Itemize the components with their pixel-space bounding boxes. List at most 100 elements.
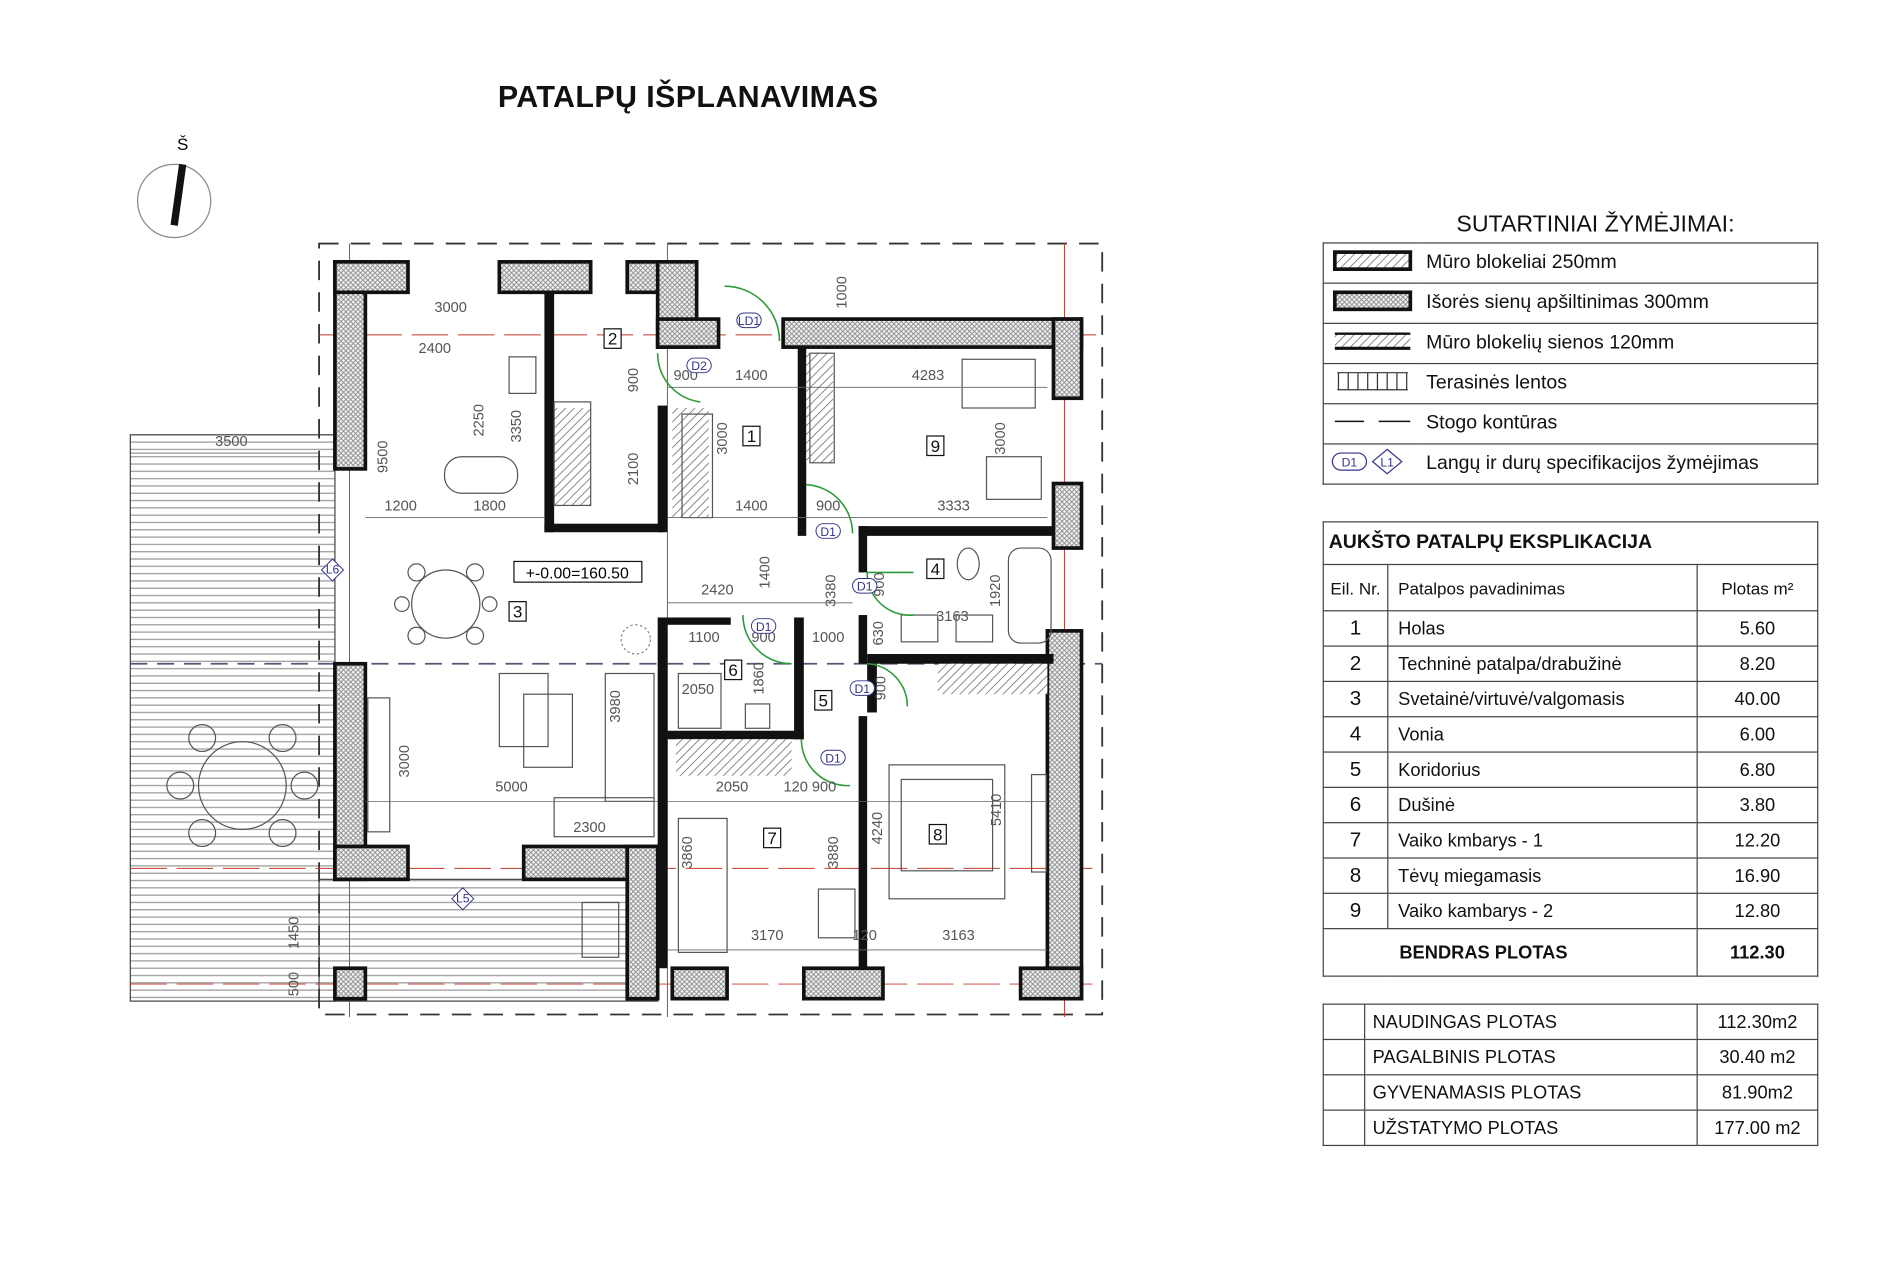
room-area: 5.60 [1696,610,1819,647]
terrace-south [318,878,659,1002]
wall-hatch [675,739,792,776]
svg-text:D1: D1 [1342,455,1358,469]
door-tag: D1 [825,751,841,765]
summary-label: PAGALBINIS PLOTAS [1364,1038,1698,1076]
legend-row: Mūro blokelių sienos 120mm [1322,322,1819,365]
summary-value: 177.00 m2 [1696,1109,1819,1147]
exterior-wall [670,966,729,1001]
room-number: 2 [608,330,617,349]
exterior-wall [655,317,721,349]
dimension-label: 630 [871,621,887,645]
room-nr: 3 [1322,680,1389,718]
dimension-label: 1400 [735,368,768,384]
dimension-label: 3880 [826,836,842,869]
dimension-label: 2050 [716,780,749,796]
legend-label: Terasinės lentos [1421,362,1819,405]
room-explication-table: AUKŠTO PATALPŲ EKSPLIKACIJA Eil. Nr.Pata… [1322,521,1819,977]
total-value: 112.30 [1696,928,1819,977]
wall-hatch [672,407,709,518]
room-number-box [508,601,527,622]
window-tag-icon [451,887,475,911]
dimension-label: 2250 [472,404,488,437]
dimension-label: 900 [751,630,775,646]
room-name: Vaiko kambarys - 2 [1387,892,1698,930]
exterior-wall [497,260,593,295]
dimension-label: 2420 [701,582,734,598]
dimension-label: 4283 [912,368,945,384]
room-number-box [603,328,622,349]
door-tag: D1 [854,682,870,696]
summary-label: NAUDINGAS PLOTAS [1364,1003,1698,1041]
room-number-box [928,823,947,845]
dimension-label: 900 [626,368,642,392]
wall-hatch [554,407,591,506]
room-area: 40.00 [1696,680,1819,718]
dimension-label: 3163 [942,928,975,944]
door-tag-icon [820,749,846,766]
legend-label: Stogo kontūras [1421,403,1819,445]
interior-wall [858,526,868,573]
interior-wall [858,615,868,664]
door-tag-icon [750,618,777,634]
interior-wall [794,617,804,740]
room-nr: 7 [1322,822,1389,859]
page-title: PATALPŲ IŠPLANAVIMAS [497,80,879,115]
dimension-label: 3500 [215,434,248,450]
terrace-boards-icon [1337,371,1408,390]
wall-250-hatch-icon [1332,249,1413,271]
room-nr: 4 [1322,716,1389,753]
dimension-label: 3350 [509,410,525,443]
room-nr: 6 [1322,786,1389,824]
room-area: 12.20 [1696,822,1819,859]
legend-row: Mūro blokeliai 250mm [1322,242,1819,284]
dimension-label: 3380 [823,574,839,607]
furniture [166,352,1052,958]
room-number-box [926,435,945,457]
room-nr: 8 [1322,857,1389,894]
room-name: Tėvų miegamasis [1387,857,1698,894]
interior-wall [867,654,1054,664]
legend-label: Langų ir durų specifikacijos žymėjimas [1421,443,1819,485]
level-mark-box [513,560,643,583]
dimension-label: 3000 [397,745,413,778]
door-tag-icon [686,357,712,374]
room-number-box [724,659,743,681]
dimension-label: 3000 [993,422,1009,455]
dimension-label: 1860 [752,662,768,695]
dimension-label: 3000 [715,422,731,455]
legend-label: Išorės sienų apšiltinimas 300mm [1421,282,1819,324]
door-tag-icon [736,312,762,329]
exterior-wall [333,844,410,882]
exterior-wall [625,844,660,1001]
terrace-table [197,741,287,830]
door-tag: D2 [691,359,707,373]
exterior-wall [781,317,1084,349]
door-tag: D1 [857,580,873,594]
dining-table [411,569,481,639]
dimension-label: 2300 [573,820,606,836]
room-number-box [926,558,945,580]
legend-table: Mūro blokeliai 250mm Išorės sienų apšilt… [1322,242,1819,485]
room-area: 6.00 [1696,716,1819,753]
dimension-label: 2400 [419,341,452,357]
roof-contour [318,242,1104,1016]
window-tag: L5 [456,891,470,905]
dimension-label: 1100 [688,630,719,646]
room-name: Vonia [1387,716,1698,753]
room-number-box [742,425,761,447]
room-number: 5 [819,691,828,710]
room-nr: 2 [1322,645,1389,683]
dimension-label: 120 900 [783,780,836,796]
header-nr: Eil. Nr. [1322,563,1389,612]
total-label: BENDRAS PLOTAS [1322,928,1698,977]
insulation-crosshatch-icon [1332,289,1413,311]
room-name: Koridorius [1387,751,1698,788]
